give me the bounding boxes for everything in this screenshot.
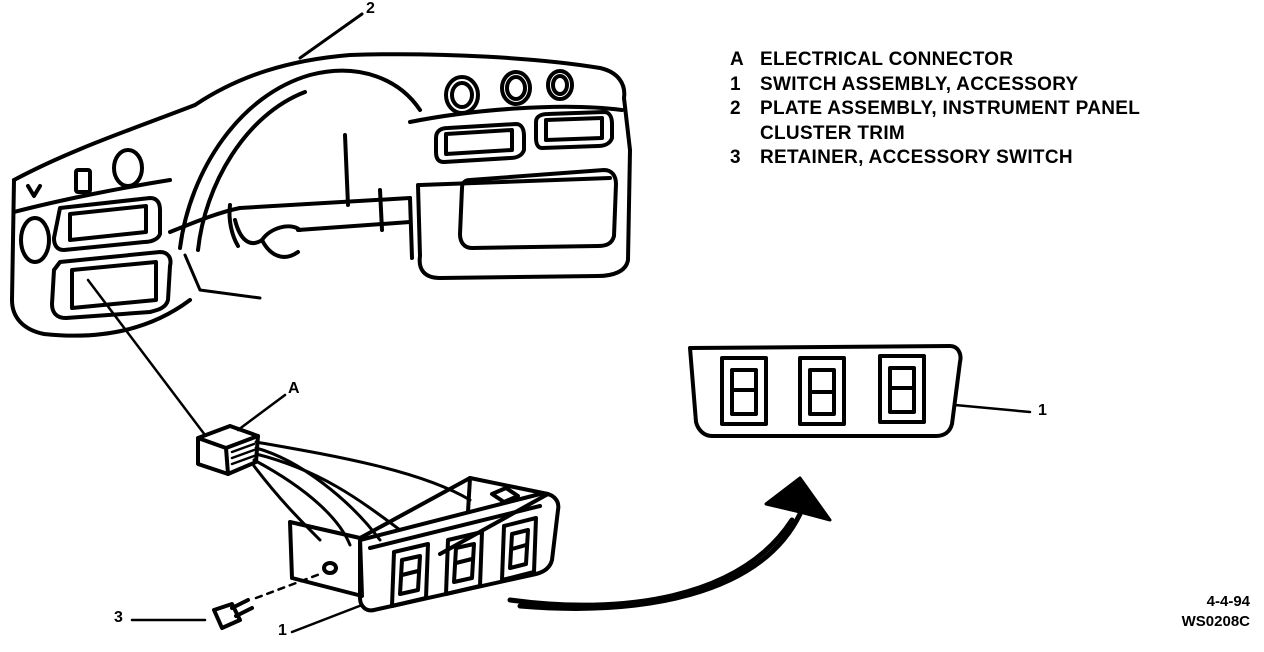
leader-lines	[86, 278, 1032, 634]
detail-rocker-switches	[720, 354, 926, 426]
legend-text: ELECTRICAL CONNECTOR	[760, 49, 1014, 70]
legend-text: RETAINER, ACCESSORY SWITCH	[760, 147, 1073, 168]
legend-key	[730, 122, 760, 147]
legend-text: PLATE ASSEMBLY, INSTRUMENT PANEL	[760, 98, 1141, 119]
parts-legend: A ELECTRICAL CONNECTOR 1 SWITCH ASSEMBLY…	[730, 48, 1140, 171]
retainer-screw-drawing	[212, 572, 322, 630]
legend-text: CLUSTER TRIM	[760, 122, 906, 144]
stamp-date: 4-4-94	[1206, 593, 1250, 610]
legend-row-2: 2 PLATE ASSEMBLY, INSTRUMENT PANEL	[730, 97, 1140, 122]
callout-switch-lower-1: 1	[278, 622, 287, 639]
legend-row-a: A ELECTRICAL CONNECTOR	[730, 48, 1140, 73]
electrical-connector-drawing	[196, 424, 260, 476]
switch-detail-drawing	[688, 344, 963, 438]
callout-connector-a: A	[288, 380, 300, 397]
legend-key: A	[730, 49, 745, 70]
callout-retainer-3: 3	[114, 609, 123, 626]
callout-switch-detail-1: 1	[1038, 402, 1047, 419]
drawing-stamp: 4-4-94 WS0208C	[1140, 592, 1250, 632]
stamp-code: WS0208C	[1181, 613, 1250, 630]
lower-rocker-switches	[390, 516, 538, 608]
switch-assembly-drawing	[288, 476, 561, 613]
legend-row-2-continued: CLUSTER TRIM	[730, 122, 1140, 147]
legend-key: 2	[730, 98, 741, 119]
instrument-panel-drawing	[10, 12, 632, 338]
legend-row-1: 1 SWITCH ASSEMBLY, ACCESSORY	[730, 73, 1140, 98]
legend-row-3: 3 RETAINER, ACCESSORY SWITCH	[730, 146, 1140, 171]
callout-plate-2: 2	[366, 0, 375, 17]
legend-text: SWITCH ASSEMBLY, ACCESSORY	[760, 73, 1079, 95]
legend-key: 1	[730, 73, 741, 95]
detail-arrow	[507, 476, 832, 611]
legend-key: 3	[730, 147, 741, 168]
